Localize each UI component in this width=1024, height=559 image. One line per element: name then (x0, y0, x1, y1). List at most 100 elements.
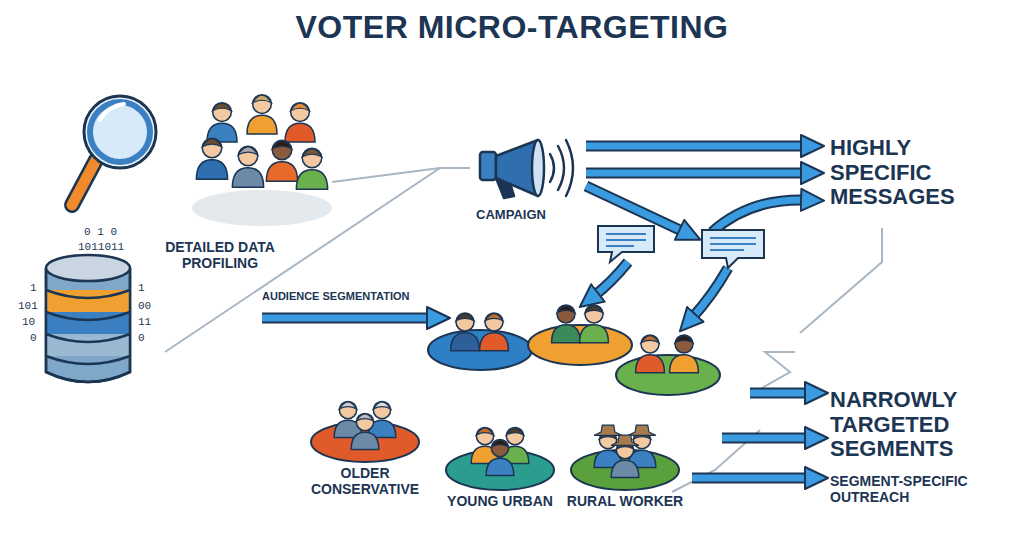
arrow (722, 435, 810, 442)
binary-digits: 1 (30, 282, 50, 294)
arrow (712, 200, 806, 232)
binary-digits: 10 (22, 316, 46, 328)
person-body (247, 115, 277, 134)
person-body (232, 168, 263, 188)
person-head (476, 427, 493, 444)
person-head (202, 138, 222, 158)
person-body (480, 333, 509, 351)
person-hair (302, 149, 322, 157)
database-icon (46, 255, 130, 382)
arrow (594, 262, 628, 296)
person-hair (506, 428, 523, 435)
annotation-label: NARROWLY TARGETED SEGMENTS (830, 388, 1005, 462)
arrow-outline (262, 313, 432, 324)
binary-digits: 0 (30, 332, 50, 344)
person-body (451, 333, 480, 351)
person-hair (373, 402, 390, 409)
arrow-outline (594, 262, 628, 296)
annotation-label: SEGMENT-SPECIFIC OUTREACH (830, 474, 1015, 505)
person-hair (641, 336, 659, 343)
arrow-outline (692, 268, 728, 318)
person-head (291, 103, 310, 122)
person-body (266, 162, 297, 182)
binary-digits: 11 (138, 316, 162, 328)
person-hair (585, 306, 603, 313)
person-body (611, 460, 639, 477)
person-body (285, 123, 315, 142)
person-hair (253, 95, 272, 103)
person-hair (356, 414, 373, 421)
person-head (506, 427, 523, 444)
binary-digits: 1011011 (78, 241, 148, 253)
group-base (192, 190, 332, 226)
binary-digits: 00 (138, 300, 162, 312)
segment-group: RURAL WORKER (560, 398, 690, 510)
person-body (552, 325, 581, 343)
person-hair (339, 402, 356, 409)
arrow-outline (586, 141, 806, 152)
person-head (356, 413, 373, 430)
annotation-label: DETAILED DATA PROFILING (150, 240, 290, 271)
person-hair (213, 103, 232, 111)
person-hair (491, 440, 508, 447)
person-body (351, 432, 379, 449)
person-head (213, 103, 232, 122)
arrow-outline (750, 388, 810, 399)
arrow (692, 475, 810, 482)
person-hat (611, 435, 639, 445)
group-outline (560, 398, 690, 492)
person-body (196, 160, 227, 180)
person-body (636, 355, 665, 373)
person-hair (202, 139, 222, 147)
person-head (302, 148, 322, 168)
arrow (692, 268, 728, 318)
person-body (670, 355, 699, 373)
person-hair (557, 306, 575, 313)
group-caption: RURAL WORKER (560, 494, 690, 510)
binary-digits: 0 1 0 (84, 226, 144, 238)
annotation-label: CAMPAIGN (466, 208, 556, 223)
arrow (586, 143, 806, 150)
arrow-outline (586, 168, 806, 179)
person-head (491, 439, 508, 456)
group-outline (435, 396, 565, 492)
person-head (641, 335, 659, 353)
person-head (585, 305, 603, 323)
person-hair (272, 141, 292, 149)
person-head (485, 313, 503, 331)
diagram-title: VOTER MICRO-TARGETING (0, 10, 1024, 46)
person-body (486, 458, 514, 475)
message-bubble (598, 226, 764, 268)
arrow-outline (722, 433, 810, 444)
person-head (456, 313, 474, 331)
binary-digits: 0 (138, 332, 158, 344)
group-caption: OLDER CONSERVATIVE (300, 466, 430, 497)
megaphone-icon (480, 140, 573, 198)
guide-lines (165, 168, 882, 492)
person-body (296, 170, 327, 190)
people-group (196, 95, 327, 190)
person-head (253, 95, 272, 114)
annotation-label: AUDIENCE SEGMENTATION (262, 290, 442, 302)
arrow (750, 390, 810, 397)
segment-group: YOUNG URBAN (435, 396, 565, 510)
person-hair (476, 428, 493, 435)
binary-digits: 101 (18, 300, 48, 312)
arrow (262, 315, 432, 322)
arrow (586, 170, 806, 177)
person-head (238, 146, 258, 166)
person-head (272, 140, 292, 160)
magnifier-icon (72, 96, 156, 205)
person-hair (291, 103, 310, 111)
arrow-outline (692, 473, 810, 484)
person-hat (594, 425, 622, 435)
group-outline (300, 372, 430, 464)
person-hair (485, 314, 503, 321)
person-head (339, 401, 356, 418)
segment-group: OLDER CONSERVATIVE (300, 372, 430, 498)
person-hair (238, 147, 258, 155)
arrow-outline (712, 200, 806, 232)
person-body (580, 325, 609, 343)
person-head (675, 335, 693, 353)
person-head (373, 401, 390, 418)
